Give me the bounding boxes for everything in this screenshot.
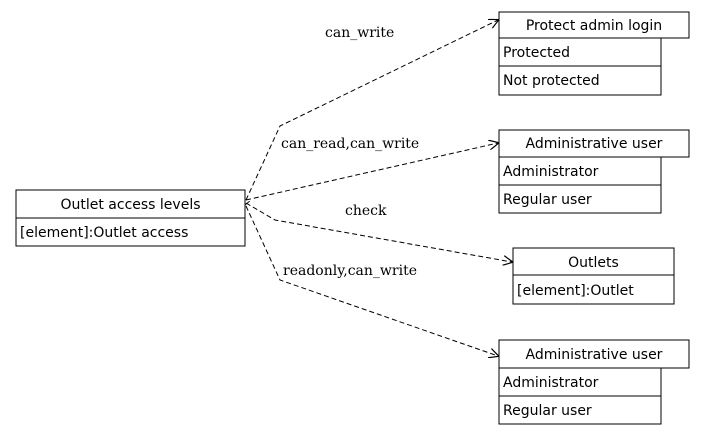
node-row: [498, 156, 662, 186]
node-header: [498, 339, 690, 369]
node-row: [498, 367, 662, 397]
edge-label-check: check: [345, 203, 387, 219]
node-row-label: Regular user: [503, 403, 592, 419]
edge-can-read-can-write: [245, 143, 498, 201]
node-title: Outlets: [568, 255, 619, 271]
node-header: [498, 129, 690, 158]
node-title: Administrative user: [526, 136, 663, 152]
node-outlet-access-levels[interactable]: Outlet access levels [element]:Outlet ac…: [15, 189, 246, 247]
edge-labels: can_write can_read,can_write check reado…: [281, 25, 419, 279]
node-row: [498, 184, 662, 214]
node-row-label: Protected: [503, 45, 570, 61]
edge-readonly-can-write: [245, 205, 498, 356]
node-administrative-user-1[interactable]: Administrative user Administrator Regula…: [498, 129, 690, 214]
edge-label-can-read-can-write: can_read,can_write: [281, 136, 419, 152]
node-row: [512, 274, 675, 305]
node-header: [512, 247, 675, 276]
node-row-label: [element]:Outlet: [517, 283, 634, 299]
node-row: [15, 217, 246, 247]
node-protect-admin-login[interactable]: Protect admin login Protected Not protec…: [498, 11, 690, 96]
edges: [246, 20, 512, 356]
node-row: [498, 37, 662, 67]
node-administrative-user-2[interactable]: Administrative user Administrator Regula…: [498, 339, 690, 425]
node-row-label: Regular user: [503, 192, 592, 208]
node-row: [498, 65, 662, 96]
node-outlets[interactable]: Outlets [element]:Outlet: [512, 247, 675, 305]
node-header: [498, 11, 690, 39]
node-row-label: Administrator: [503, 375, 599, 391]
node-header: [15, 189, 246, 219]
node-title: Administrative user: [526, 347, 663, 363]
node-row-label: Not protected: [503, 73, 600, 89]
edge-can-write: [246, 20, 498, 200]
edge-label-can-write: can_write: [325, 25, 394, 41]
node-title: Outlet access levels: [60, 197, 200, 213]
node-row: [498, 395, 662, 425]
node-row-label: Administrator: [503, 164, 599, 180]
edge-label-readonly-can-write: readonly,can_write: [283, 263, 417, 279]
node-row-label: [element]:Outlet access: [20, 225, 188, 241]
node-title: Protect admin login: [526, 18, 662, 34]
edge-check: [245, 202, 512, 262]
